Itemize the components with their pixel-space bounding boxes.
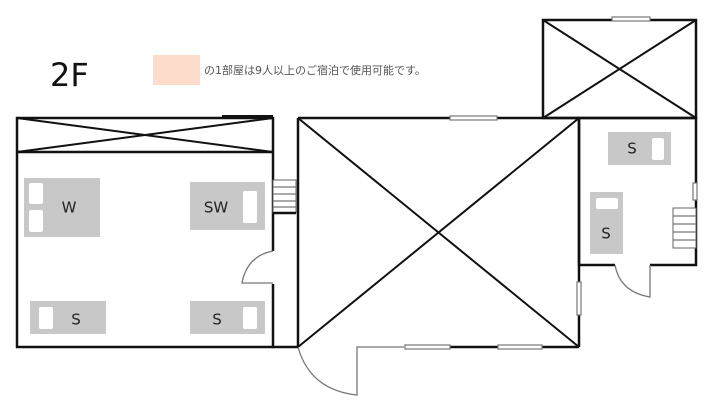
floor-label: 2F <box>50 56 89 94</box>
svg-text:S: S <box>212 311 222 329</box>
center-void <box>296 115 582 396</box>
bed-sw: SW <box>190 182 265 230</box>
bed-s-1: S <box>30 301 106 334</box>
svg-text:S: S <box>71 311 81 329</box>
bed-right-2: S <box>590 192 623 254</box>
stairs-left <box>272 179 297 214</box>
svg-text:S: S <box>627 140 637 158</box>
stairs-right <box>672 207 697 249</box>
bed-s-2: S <box>190 301 265 334</box>
legend-swatch <box>153 55 200 85</box>
bed-w: W <box>24 178 100 237</box>
svg-text:S: S <box>601 225 611 243</box>
svg-text:W: W <box>62 199 77 217</box>
right-room-group: S S <box>541 16 698 298</box>
bed-right-1: S <box>608 132 671 165</box>
svg-text:SW: SW <box>204 199 229 217</box>
left-room: W SW S S <box>15 115 298 349</box>
legend-text: の1部屋は9人以上のご宿泊で使用可能です。 <box>204 63 426 77</box>
